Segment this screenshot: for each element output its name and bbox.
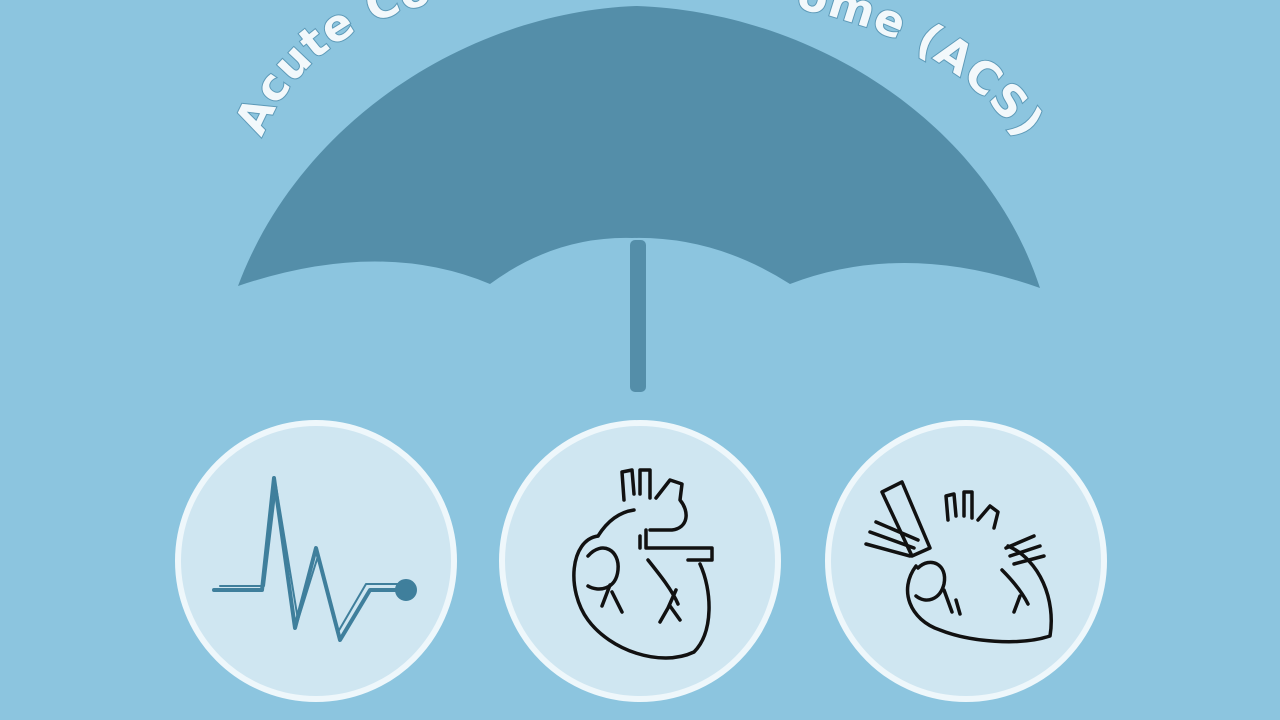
circle-heart-vessels (825, 420, 1107, 702)
circle-ecg (175, 420, 457, 702)
umbrella-canopy (238, 6, 1040, 288)
circle-heart (499, 420, 781, 702)
umbrella-handle (630, 240, 646, 392)
heart-icon (572, 468, 714, 660)
heart-with-vessels-icon (864, 480, 1053, 644)
ecg-waveform-icon (212, 476, 417, 642)
